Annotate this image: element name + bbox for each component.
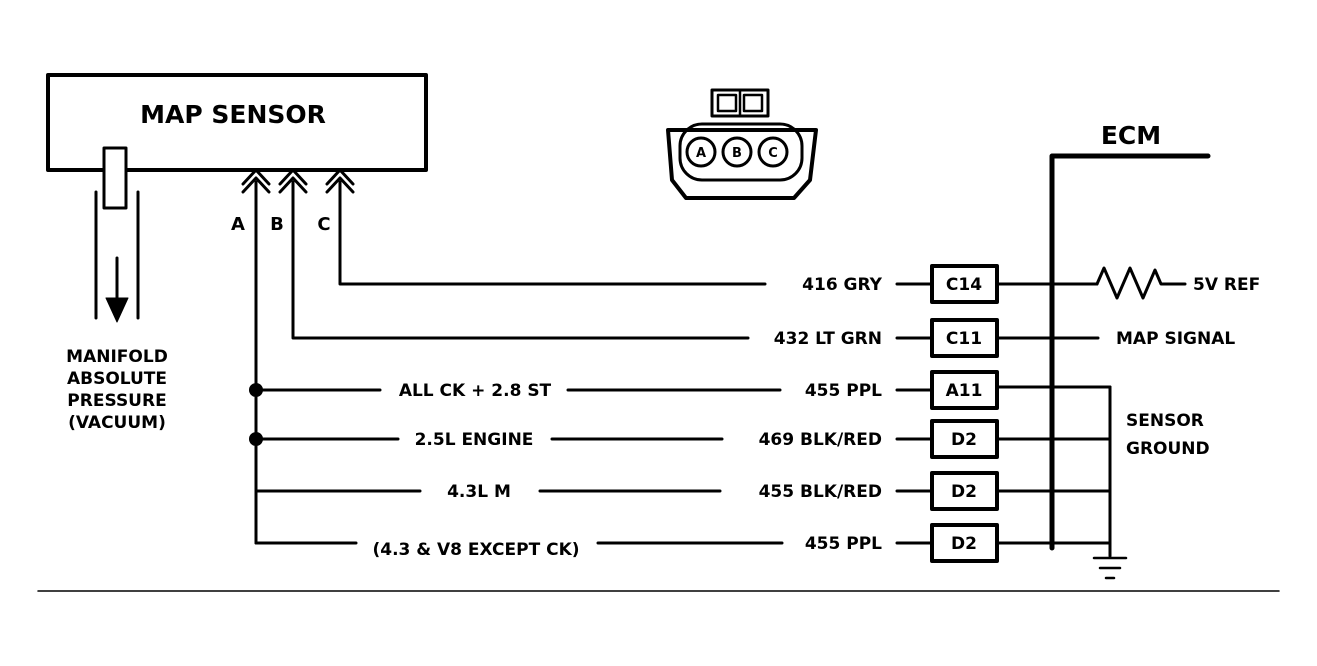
ecm-boundary [1049,153,1211,551]
ecm-pin-label: D2 [951,534,977,554]
ground-icon [1092,556,1128,580]
vacuum-label-line4: (VACUUM) [68,413,166,433]
circuit-desc: 4.3L M [447,482,511,502]
connector-pin-b: B [732,146,742,161]
ecm-pin-label: D2 [951,430,977,450]
circuit-desc: (4.3 & V8 EXCEPT CK) [372,540,579,560]
wire-label: 469 BLK/RED [759,430,882,450]
wire-label: 455 PPL [805,381,882,401]
sensor-title: MAP SENSOR [140,100,326,129]
ref-signal-label: 5V REF [1193,275,1260,295]
resistor-icon [1095,266,1187,300]
junction-dot [249,432,263,446]
map-sensor-box [46,73,428,172]
circuit-desc: ALL CK + 2.8 ST [399,381,552,401]
pin-b-wire [291,180,750,340]
connector-pin-a: A [696,146,706,161]
ecm-pin-box-a11 [930,370,999,410]
vacuum-label-line2: ABSOLUTE [67,369,167,389]
pin-label-a: A [231,214,245,235]
pin-c-wire [338,180,767,286]
vacuum-label-line1: MANIFOLD [66,347,168,367]
pin-b-chevron [278,168,308,194]
pin-a-chevron [241,168,271,194]
vacuum-label-line3: PRESSURE [67,391,166,411]
wire-label: 416 GRY [802,275,883,295]
junction-dot [249,383,263,397]
wire-label: 455 PPL [805,534,882,554]
ground-label-line2: GROUND [1126,439,1210,459]
vacuum-port [102,146,128,210]
map-signal-label: MAP SIGNAL [1116,329,1235,349]
wire-label: 432 LT GRN [774,329,882,349]
pin-label-c: C [317,214,330,235]
ecm-pin-label: A11 [946,381,983,401]
circuit-desc: 2.5L ENGINE [415,430,534,450]
pin-c-chevron [325,168,355,194]
connector-face-icon [666,88,818,200]
ecm-pin-label: C14 [946,275,982,295]
wire-label: 455 BLK/RED [759,482,882,502]
ecm-pin-label: C11 [946,329,982,349]
ecm-label: ECM [1101,121,1161,150]
connector-pin-c: C [768,146,778,161]
ground-label-line1: SENSOR [1126,411,1204,431]
ecm-pin-label: D2 [951,482,977,502]
vacuum-arrow-head [105,297,129,323]
pin-label-b: B [270,214,284,235]
